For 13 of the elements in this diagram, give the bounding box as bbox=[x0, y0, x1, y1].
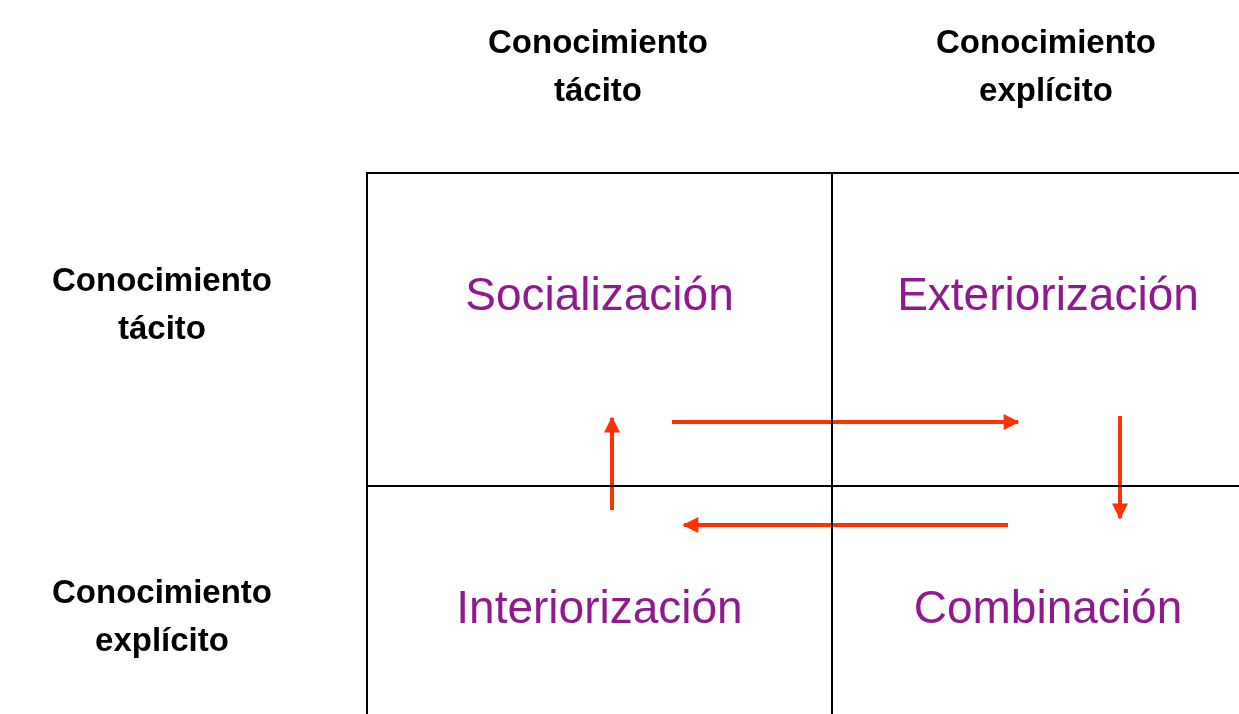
arrow bbox=[682, 517, 1008, 533]
quadrant-label: Interiorización bbox=[455, 580, 744, 634]
row-header: Conocimiento tácito bbox=[51, 260, 273, 348]
row-header: Conocimiento explícito bbox=[51, 572, 273, 660]
matrix-cell bbox=[366, 172, 833, 487]
arrow bbox=[672, 414, 1020, 430]
column-header: Conocimiento tácito bbox=[487, 22, 709, 110]
column-header: Conocimiento explícito bbox=[935, 22, 1157, 110]
arrow bbox=[1112, 416, 1128, 520]
quadrant-label: Combinación bbox=[912, 580, 1184, 634]
quadrant-label: Exteriorización bbox=[896, 267, 1200, 321]
arrow bbox=[604, 416, 620, 510]
quadrant-label: Socialización bbox=[464, 267, 735, 321]
